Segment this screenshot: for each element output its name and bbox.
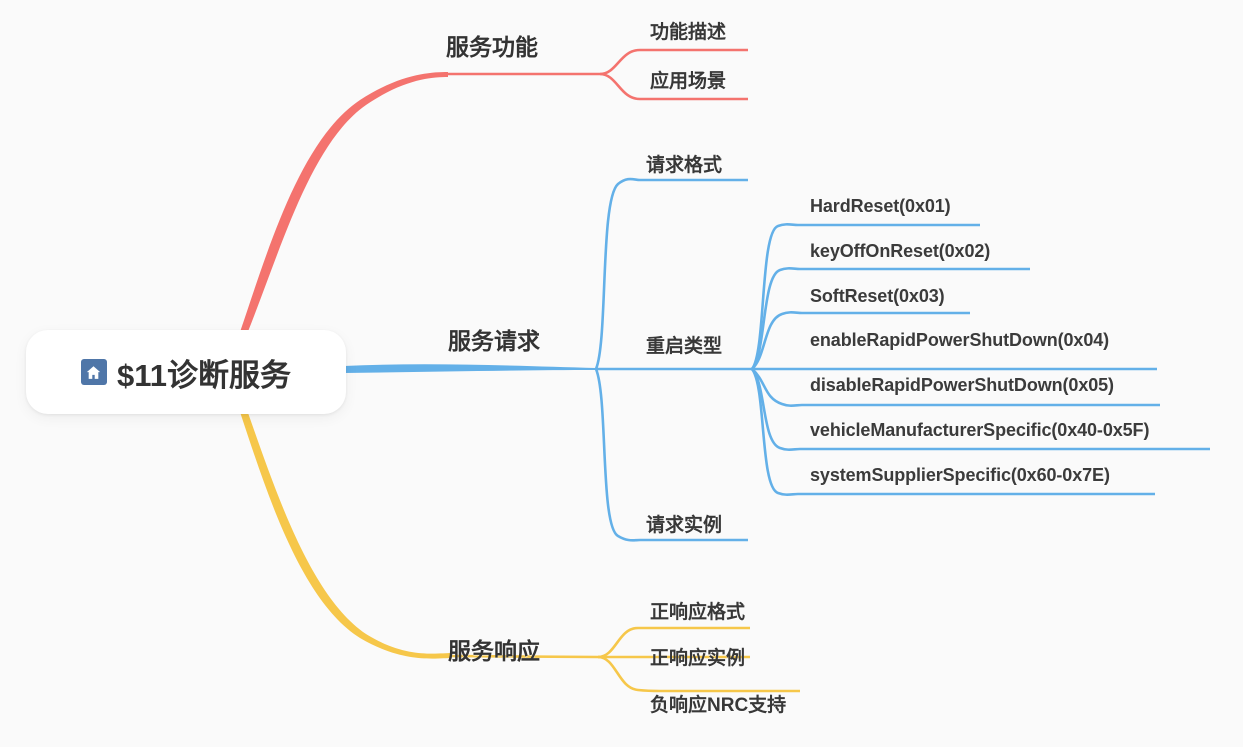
node-service-function[interactable]: 服务功能 [446, 34, 538, 60]
node-service-request[interactable]: 服务请求 [448, 328, 540, 354]
root-node-content: $11诊断服务 [80, 350, 291, 395]
node-positive-response-format[interactable]: 正响应格式 [650, 602, 746, 623]
node-system-supplier-specific[interactable]: systemSupplierSpecific(0x60-0x7E) [810, 465, 1110, 485]
node-request-format[interactable]: 请求格式 [646, 155, 723, 176]
node-service-response[interactable]: 服务响应 [448, 638, 540, 664]
root-title: $11诊断服务 [116, 357, 291, 393]
node-enable-rapid-power-shutdown[interactable]: enableRapidPowerShutDown(0x04) [810, 330, 1110, 350]
node-request-example[interactable]: 请求实例 [646, 515, 723, 536]
node-function-description[interactable]: 功能描述 [650, 22, 727, 43]
node-vehicle-manufacturer-specific[interactable]: vehicleManufacturerSpecific(0x40-0x5F) [810, 420, 1150, 440]
wire-root-to-service-response [240, 410, 452, 659]
node-hard-reset[interactable]: HardReset(0x01) [810, 196, 951, 216]
wire-root-to-service-function [240, 72, 448, 334]
node-soft-reset[interactable]: SoftReset(0x03) [810, 286, 945, 306]
node-disable-rapid-power-shutdown[interactable]: disableRapidPowerShutDown(0x05) [810, 375, 1114, 395]
node-restart-type[interactable]: 重启类型 [646, 336, 723, 357]
node-negative-response-nrc[interactable]: 负响应NRC支持 [650, 695, 787, 716]
home-icon [80, 359, 107, 385]
node-application-scenario[interactable]: 应用场景 [650, 71, 727, 92]
root-node[interactable]: $11诊断服务 [26, 330, 346, 414]
node-positive-response-example[interactable]: 正响应实例 [650, 648, 746, 669]
wire-root-to-service-request [344, 364, 596, 373]
node-key-off-on-reset[interactable]: keyOffOnReset(0x02) [810, 241, 991, 261]
wire-restart-to-leaf-1 [750, 267, 1030, 370]
